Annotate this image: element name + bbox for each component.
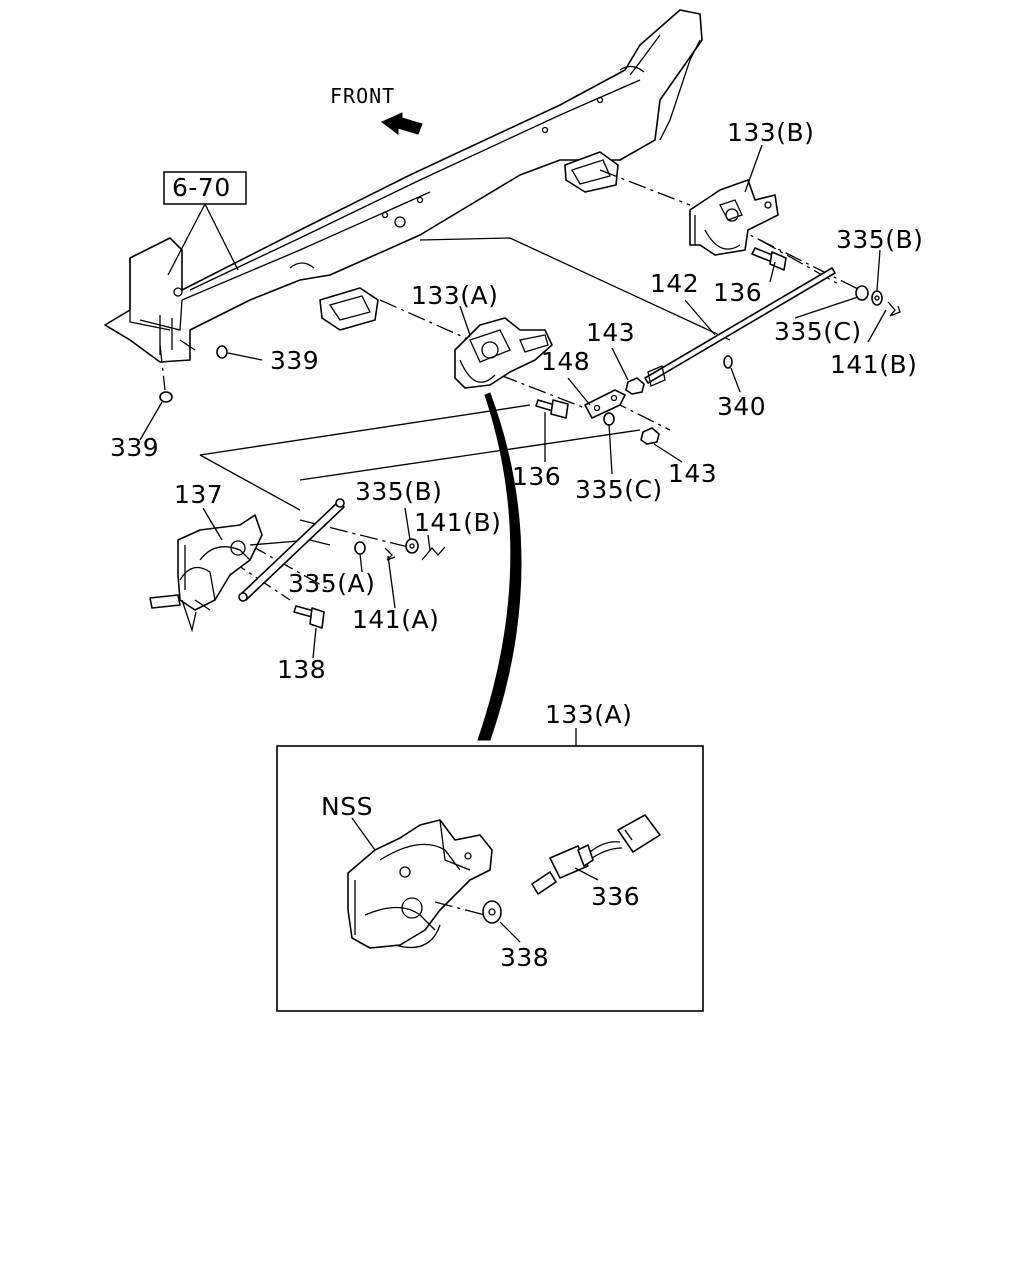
label-335C-mid: 335(C) — [575, 475, 663, 504]
label-detail-title-133A: 133(A) — [545, 700, 632, 729]
part-339-left — [159, 391, 173, 403]
label-339-left: 339 — [110, 433, 159, 462]
part-141B-clip-left — [421, 546, 446, 561]
label-NSS: NSS — [321, 792, 373, 821]
reference-box-label: 6-70 — [172, 173, 231, 202]
label-335A: 335(A) — [288, 569, 375, 598]
label-136-right: 136 — [713, 278, 762, 307]
part-136-bolt-mid — [535, 399, 569, 419]
label-148: 148 — [541, 347, 590, 376]
part-339-mid — [216, 345, 228, 359]
part-335C-washer-right — [855, 285, 869, 301]
part-133B-bracket — [689, 179, 779, 256]
label-340: 340 — [717, 392, 766, 421]
leader-lines — [139, 144, 887, 659]
reference-box-6-70: 6-70 — [163, 171, 247, 276]
label-141B-left: 141(B) — [414, 508, 501, 537]
detail-connector — [477, 392, 522, 741]
part-137-lever-assembly — [149, 514, 331, 633]
label-143-bottom: 143 — [668, 459, 717, 488]
reference-lines — [159, 169, 861, 601]
label-335B-top: 335(B) — [836, 225, 923, 254]
label-137: 137 — [174, 480, 223, 509]
part-148-plate — [584, 389, 626, 419]
part-133A-lever — [454, 317, 553, 389]
label-143-top: 143 — [586, 318, 635, 347]
label-338: 338 — [500, 943, 549, 972]
part-link-rod — [238, 498, 345, 602]
label-141A: 141(A) — [352, 605, 439, 634]
part-335B-washer-right — [871, 290, 883, 306]
front-label: FRONT — [330, 84, 395, 108]
label-138: 138 — [277, 655, 326, 684]
detail-box-133A — [276, 728, 704, 1012]
part-141B-clip-right — [887, 301, 901, 317]
label-335B-left: 335(B) — [355, 477, 442, 506]
label-339-mid: 339 — [270, 346, 319, 375]
part-142-rod — [644, 267, 836, 387]
part-335B-washer-left — [405, 538, 419, 554]
front-arrow — [381, 112, 423, 135]
label-335C-right: 335(C) — [774, 317, 862, 346]
part-141A-clip — [384, 547, 396, 561]
label-136-mid: 136 — [512, 462, 561, 491]
part-143-nut-top — [625, 377, 645, 395]
part-335A-washer — [354, 541, 366, 555]
label-336: 336 — [591, 882, 640, 911]
part-143-nut-bottom — [640, 427, 660, 445]
frame-crossmember — [104, 9, 703, 363]
label-133B: 133(B) — [727, 118, 814, 147]
label-142: 142 — [650, 269, 699, 298]
part-340-ring — [723, 355, 733, 369]
label-133A: 133(A) — [411, 281, 498, 310]
part-138-bolt — [293, 605, 325, 629]
part-335C-washer-mid — [603, 412, 615, 426]
label-141B-right: 141(B) — [830, 350, 917, 379]
